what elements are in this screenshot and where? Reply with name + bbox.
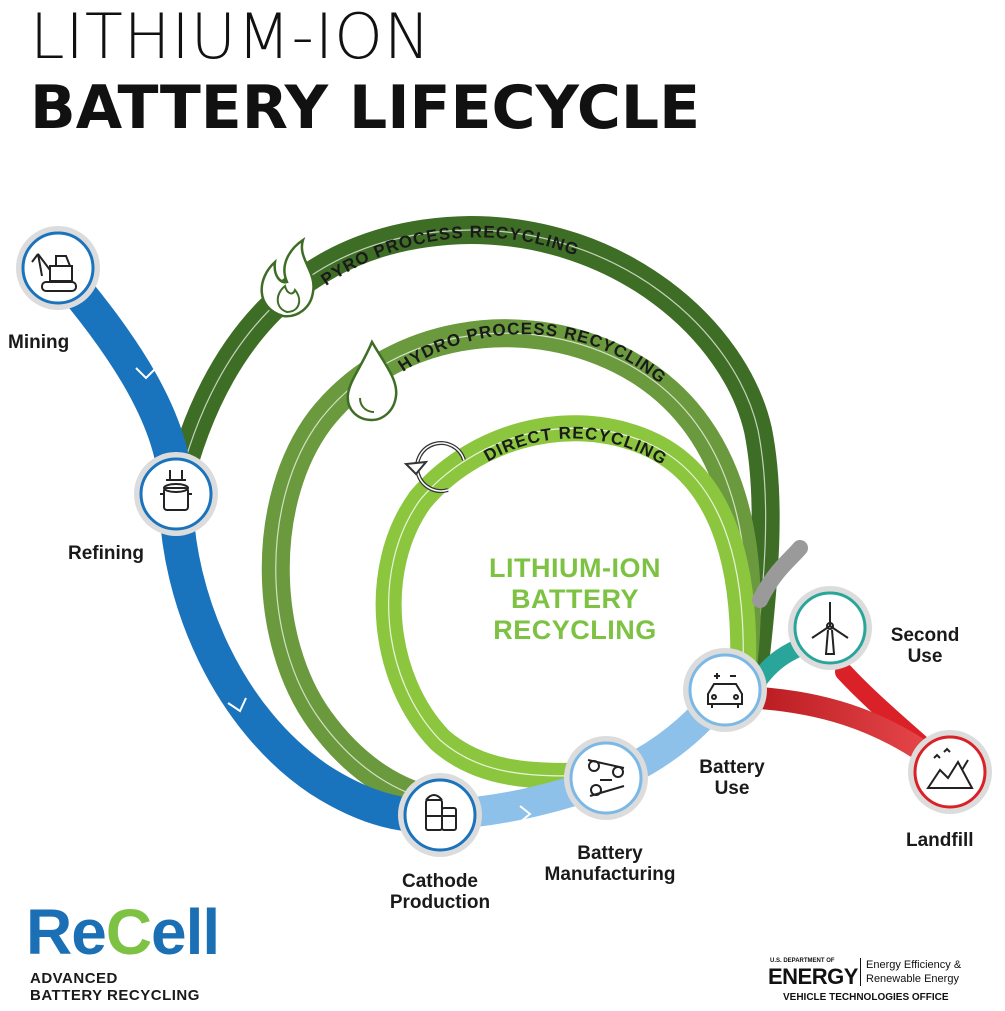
label-manufacturing: Battery Manufacturing (530, 843, 690, 885)
label-battery-use-line1: Battery (699, 757, 765, 778)
center-title-line2: BATTERY (511, 584, 639, 614)
recell-logo: ReCell (26, 900, 220, 964)
node-mining (16, 226, 100, 310)
node-landfill (908, 730, 992, 814)
label-second-use-line2: Use (907, 646, 943, 667)
node-cathode (398, 773, 482, 857)
label-mining: Mining (8, 332, 70, 353)
label-cathode: Cathode Production (378, 871, 502, 913)
recell-tagline-line1: ADVANCED (30, 970, 118, 987)
node-refining (134, 452, 218, 536)
recell-logo-c: C (105, 896, 152, 968)
label-cathode-line2: Production (389, 892, 491, 913)
refining-press-icon (160, 470, 192, 511)
label-landfill: Landfill (906, 830, 974, 851)
droplet-icon (346, 339, 398, 422)
flame-icon (260, 236, 315, 318)
center-title: LITHIUM-ION BATTERY RECYCLING (440, 553, 710, 646)
label-battery-use-line2: Use (714, 778, 750, 799)
doe-energy-logo: ENERGY (768, 964, 858, 989)
label-refining: Refining (68, 543, 144, 564)
label-manufacturing-line1: Battery (577, 843, 643, 864)
center-title-line1: LITHIUM-ION (489, 553, 661, 583)
node-manufacturing (564, 736, 648, 820)
pyro-label: PYRO PROCESS RECYCLING (318, 222, 582, 289)
doe-eere-label: Energy Efficiency & Renewable Energy (866, 958, 961, 986)
label-battery-use: Battery Use (682, 757, 782, 799)
landfill-mountain-icon (926, 747, 974, 789)
circular-arrow-icon (403, 441, 466, 494)
center-title-line3: RECYCLING (493, 615, 657, 645)
label-manufacturing-line2: Manufacturing (544, 864, 676, 885)
page-title-line2: BATTERY LIFECYCLE (30, 73, 701, 143)
node-battery-use (683, 648, 767, 732)
doe-eere-line1: Energy Efficiency & (866, 959, 962, 971)
doe-vto-label: VEHICLE TECHNOLOGIES OFFICE (783, 992, 949, 1003)
node-second-use (788, 586, 872, 670)
wind-turbine-icon (811, 602, 849, 655)
recell-tagline-line2: BATTERY RECYCLING (30, 987, 200, 1004)
car-battery-icon (707, 673, 743, 708)
page-title-line1: LITHIUM-ION (30, 0, 432, 73)
conveyor-icon (587, 759, 625, 797)
recell-logo-ell: ell (151, 896, 220, 968)
doe-divider (860, 958, 861, 986)
label-second-use-line1: Second (890, 625, 960, 646)
excavator-icon (31, 253, 77, 292)
doe-dept-label: U.S. DEPARTMENT OF (770, 958, 835, 964)
tanks-icon (425, 794, 457, 831)
doe-eere-line2: Renewable Energy (866, 973, 959, 985)
recell-tagline: ADVANCED BATTERY RECYCLING (30, 970, 200, 1004)
label-cathode-line1: Cathode (402, 871, 478, 892)
label-second-use: Second Use (880, 625, 970, 667)
recell-logo-re: Re (26, 896, 107, 968)
